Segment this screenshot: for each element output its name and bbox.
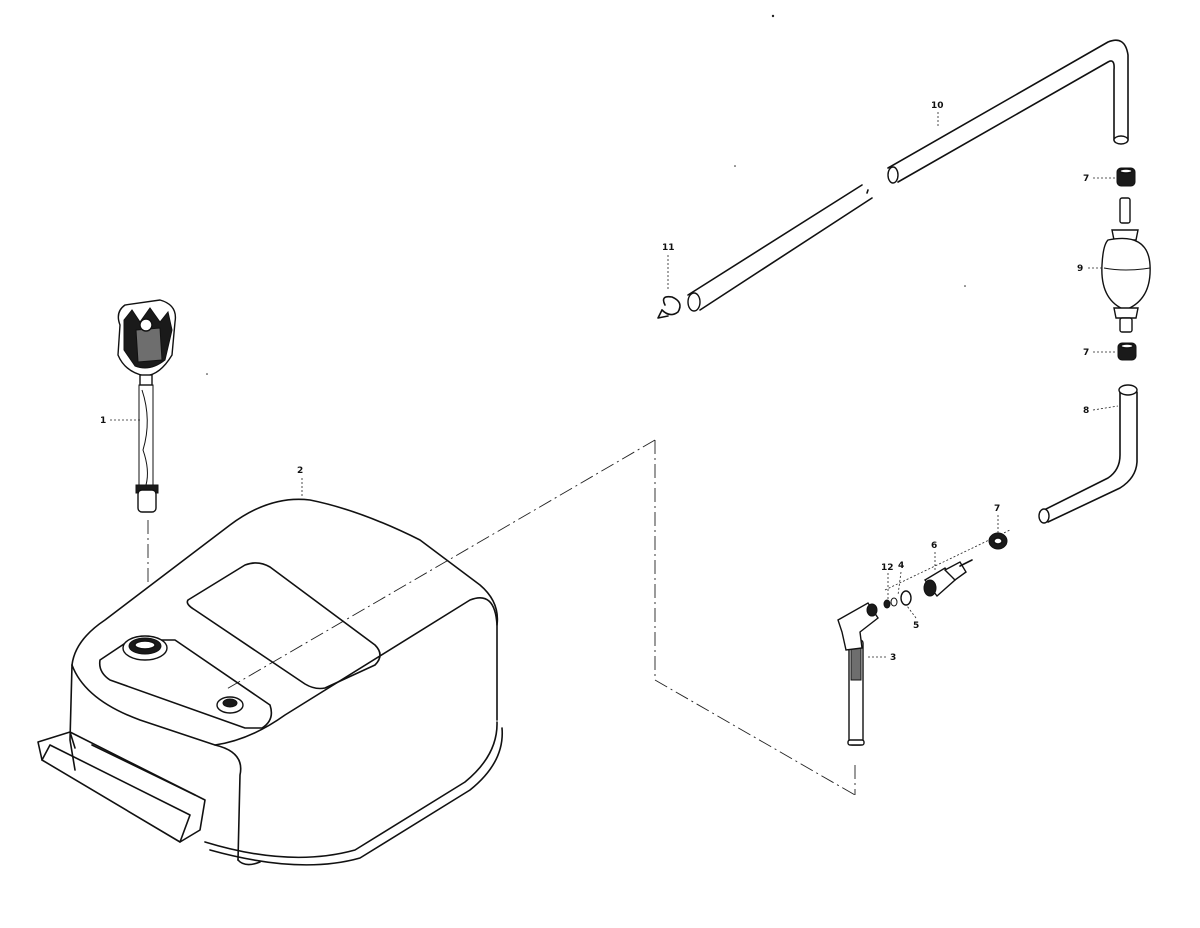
callout-labels: 1 2 3 4 5 6 7 7 7 8 9 10 11 12 — [100, 101, 1089, 663]
fuel-tank-part — [37, 498, 503, 866]
connector-part — [923, 559, 973, 598]
callout-part-7-middle: 7 — [1083, 348, 1089, 358]
fitting-lower-part — [988, 532, 1008, 550]
fitting-middle-part — [1117, 342, 1137, 361]
lower-hose-part — [1038, 384, 1138, 524]
callout-part-12: 12 — [881, 563, 894, 573]
callout-part-7-upper: 7 — [1083, 174, 1089, 184]
callout-part-7-lower: 7 — [994, 504, 1000, 514]
callout-part-3: 3 — [890, 653, 896, 663]
callout-part-1: 1 — [100, 416, 106, 426]
callout-part-9: 9 — [1077, 264, 1083, 274]
callout-part-2: 2 — [297, 466, 303, 476]
primer-bulb-part — [1101, 197, 1151, 333]
fitting-upper-part — [1116, 167, 1136, 187]
callout-part-6: 6 — [931, 541, 937, 551]
callout-part-4: 4 — [898, 561, 904, 571]
pickup-tube-part — [837, 602, 879, 746]
fuel-gauge-part — [117, 299, 177, 513]
callout-part-5: 5 — [913, 621, 919, 631]
callout-part-8: 8 — [1083, 406, 1089, 416]
hose-clamp-part — [657, 295, 681, 319]
scan-specks — [206, 14, 966, 375]
upper-hose-part — [687, 39, 1129, 312]
callout-part-11: 11 — [662, 243, 675, 253]
seals-orings-part — [883, 590, 912, 609]
callout-leaders — [110, 112, 1119, 658]
callout-part-10: 10 — [931, 101, 944, 111]
alignment-centerlines — [147, 439, 1011, 796]
